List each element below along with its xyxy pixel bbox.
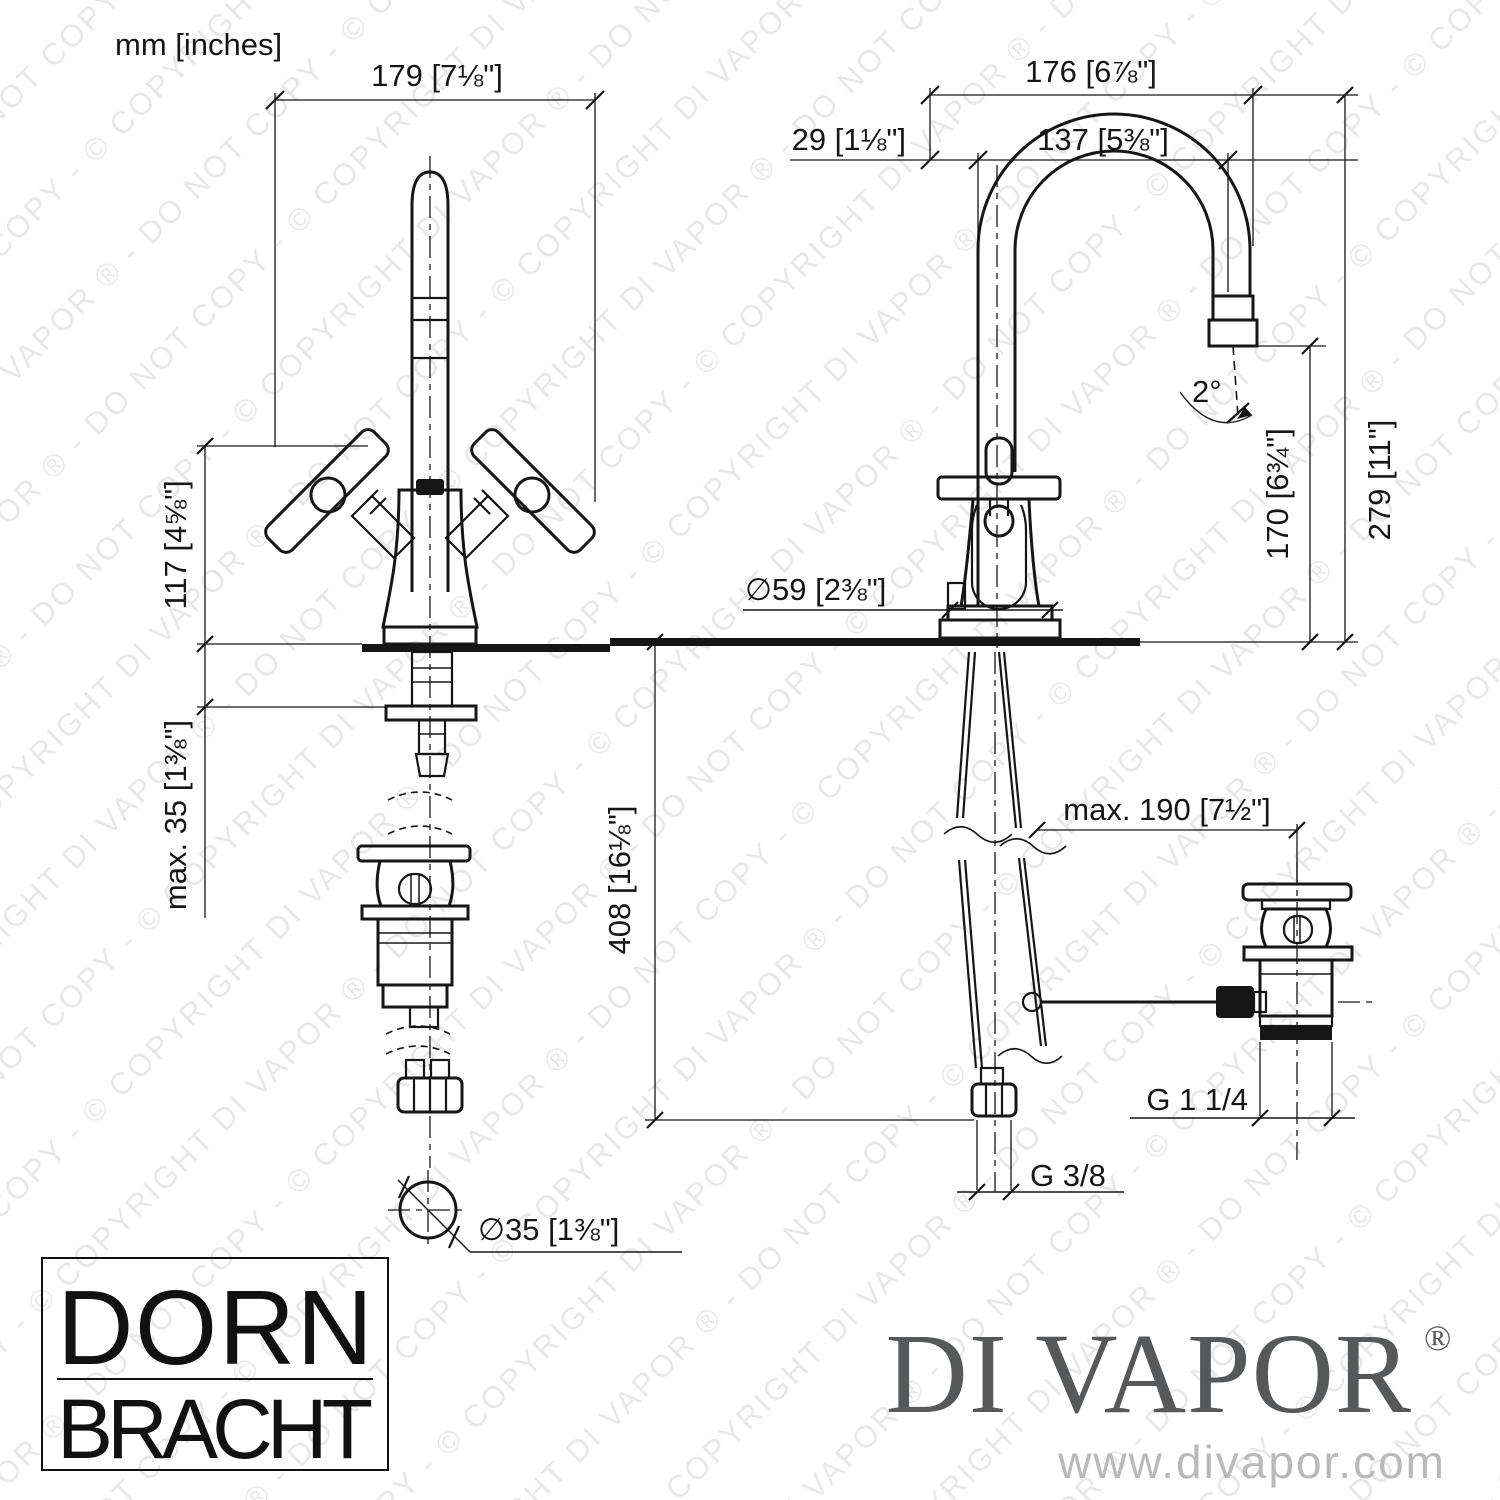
dim-hole-35: ∅35 [1⅜"] — [388, 1170, 682, 1253]
svg-text:170 [6¾"]: 170 [6¾"] — [1260, 428, 1295, 560]
temp-indicator — [416, 479, 444, 495]
side-view: 176 [6⅞"] 29 [1⅛"] 137 [5⅜"] — [602, 54, 1397, 1201]
right-handle — [444, 428, 596, 560]
registered-mark: ® — [1424, 1318, 1451, 1358]
svg-text:29 [1⅛"]: 29 [1⅛"] — [792, 122, 906, 157]
front-body — [362, 479, 610, 652]
dim-angle-2deg: 2° — [1179, 345, 1253, 424]
side-handle — [936, 436, 1062, 538]
divapor-wordmark: DI VAPOR — [886, 1310, 1412, 1437]
gooseneck-spout — [976, 112, 1259, 606]
svg-text:408 [16⅛"]: 408 [16⅛"] — [602, 806, 637, 955]
front-view: 179 [7⅛"] — [158, 58, 682, 1253]
supply-connectors-front — [396, 1058, 464, 1114]
dornbracht-word-2: BRACHT — [57, 1382, 373, 1476]
aerator — [1211, 294, 1255, 322]
dim-outlet-170: 170 [6¾"] — [1255, 337, 1326, 651]
dim-below-408: 408 [16⅛"] — [602, 633, 974, 1129]
supply-hoses — [943, 651, 1067, 1069]
popup-waste-front — [356, 844, 472, 1029]
dim-width-179: 179 [7⅛"] — [265, 58, 605, 502]
counter-front — [362, 644, 610, 652]
svg-text:∅35 [1⅜"]: ∅35 [1⅜"] — [478, 1212, 619, 1247]
popup-waste-side — [1021, 862, 1375, 1160]
dim-offset-29-137: 29 [1⅛"] 137 [5⅜"] — [790, 122, 1358, 438]
svg-text:117 [4⅝"]: 117 [4⅝"] — [158, 480, 193, 609]
units-label: mm [inches] — [115, 27, 282, 62]
svg-text:2°: 2° — [1192, 374, 1222, 409]
svg-text:G 3/8: G 3/8 — [1030, 1158, 1106, 1193]
side-valve-tab — [946, 581, 967, 611]
left-handle — [264, 428, 416, 560]
front-spout — [410, 170, 450, 592]
dim-rod-190: max. 190 [7½"] — [1028, 792, 1306, 882]
popup-rod — [1021, 986, 1268, 1018]
thread-waste-label: G 1 1/4 — [1130, 1042, 1355, 1127]
svg-text:279 [11"]: 279 [11"] — [1362, 420, 1397, 541]
counter-side — [610, 638, 1140, 646]
divapor-url: www.divapor.com — [1057, 1436, 1446, 1488]
dim-height-117: 117 [4⅝"] — [158, 437, 368, 653]
dim-height-279: 279 [11"] — [1336, 86, 1397, 651]
dim-depth-176: 176 [6⅞"] — [920, 54, 1358, 246]
svg-text:∅59 [2⅜"]: ∅59 [2⅜"] — [745, 572, 886, 607]
svg-text:179 [7⅛"]: 179 [7⅛"] — [371, 58, 503, 93]
dornbracht-word-1: DORN — [57, 1269, 373, 1387]
divapor-logo: DI VAPOR ® www.divapor.com — [886, 1310, 1452, 1488]
dornbracht-logo: DORN BRACHT — [41, 1257, 389, 1476]
svg-text:max. 35 [1⅜"]: max. 35 [1⅜"] — [158, 720, 193, 910]
supply-connector-side — [970, 1066, 1018, 1118]
dim-base-59: ∅59 [2⅜"] — [743, 572, 1063, 619]
svg-text:max. 190 [7½"]: max. 190 [7½"] — [1063, 792, 1270, 827]
svg-text:G 1 1/4: G 1 1/4 — [1146, 1082, 1248, 1117]
dim-counter-max35: max. 35 [1⅜"] — [158, 644, 386, 918]
svg-text:176 [6⅞"]: 176 [6⅞"] — [1025, 54, 1157, 89]
front-undercounter — [356, 650, 478, 1114]
thread-supply-label: G 3/8 — [957, 1120, 1124, 1201]
